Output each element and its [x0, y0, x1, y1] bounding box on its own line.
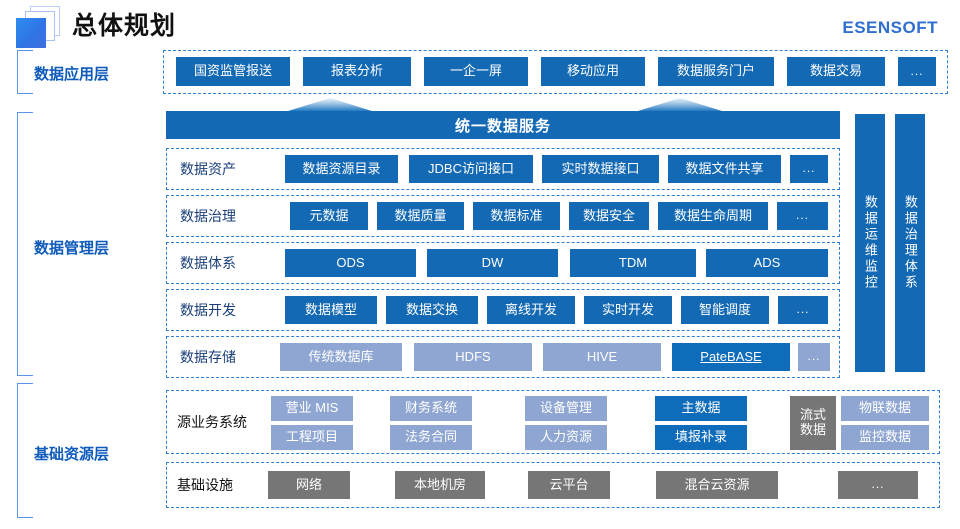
side-bar-data-governance-system: 数据治理体系 [895, 114, 925, 372]
logo-icon [14, 6, 60, 48]
brand-logo-text: ESENSOFT [842, 18, 938, 37]
management-row-label-1: 数据治理 [180, 208, 236, 224]
infrastructure-box [166, 462, 940, 508]
app-chip-2[interactable]: 一企一屏 [424, 57, 528, 86]
app-chip-0[interactable]: 国资监管报送 [176, 57, 290, 86]
arrow-up-right [638, 98, 722, 111]
infrastructure-label: 基础设施 [177, 477, 233, 493]
stream-data-chip[interactable]: 流式 数据 [790, 396, 836, 450]
layer-label-resource: 基础资源层 [34, 446, 110, 463]
arrow-up-left [288, 98, 372, 111]
stream-data-line1: 流式 [799, 407, 826, 423]
application-layer-box [163, 50, 948, 94]
source-chip-bottom-0[interactable]: 工程项目 [271, 425, 353, 450]
management-row-label-0: 数据资产 [180, 161, 236, 177]
source-chip-top-1[interactable]: 财务系统 [390, 396, 472, 421]
source-chip-bottom-1[interactable]: 法务合同 [390, 425, 472, 450]
mgmt-2-chip-2[interactable]: TDM [570, 249, 696, 277]
stream-data-line2: 数据 [799, 422, 826, 437]
bracket-application-layer [17, 50, 33, 94]
bracket-management-layer [17, 112, 33, 376]
mgmt-4-chip-0[interactable]: 传统数据库 [280, 343, 402, 371]
management-row-label-3: 数据开发 [180, 302, 236, 318]
mgmt-3-chip-1[interactable]: 数据交换 [386, 296, 478, 324]
monitoring-data-chip[interactable]: 监控数据 [841, 425, 929, 450]
mgmt-2-chip-0[interactable]: ODS [285, 249, 416, 277]
mgmt-3-chip-2[interactable]: 离线开发 [487, 296, 575, 324]
infra-chip-1[interactable]: 本地机房 [395, 471, 485, 499]
bracket-resource-layer [17, 383, 33, 518]
infra-chip-0[interactable]: 网络 [268, 471, 350, 499]
source-systems-label: 源业务系统 [177, 414, 247, 430]
layer-label-management: 数据管理层 [34, 240, 110, 257]
app-chip-1[interactable]: 报表分析 [303, 57, 411, 86]
mgmt-0-chip-more[interactable]: ... [790, 155, 828, 183]
page-title: 总体规划 [72, 12, 177, 40]
mgmt-4-chip-2[interactable]: HIVE [543, 343, 661, 371]
app-chip-4[interactable]: 数据服务门户 [658, 57, 774, 86]
infra-chip-more[interactable]: ... [838, 471, 918, 499]
mgmt-0-chip-3[interactable]: 数据文件共享 [668, 155, 781, 183]
mgmt-1-chip-4[interactable]: 数据生命周期 [658, 202, 768, 230]
app-chip-more[interactable]: ... [898, 57, 936, 86]
source-systems-box [166, 390, 940, 454]
mgmt-1-chip-more[interactable]: ... [777, 202, 828, 230]
management-row-label-4: 数据存储 [180, 349, 236, 365]
side-bar-label: 数据运维监控 [862, 195, 878, 291]
source-chip-top-2[interactable]: 设备管理 [525, 396, 607, 421]
infra-chip-3[interactable]: 混合云资源 [656, 471, 778, 499]
mgmt-1-chip-2[interactable]: 数据标准 [473, 202, 560, 230]
management-row-box-1 [166, 195, 840, 237]
app-chip-3[interactable]: 移动应用 [541, 57, 645, 86]
mgmt-3-chip-0[interactable]: 数据模型 [285, 296, 377, 324]
logo-square-filled [16, 18, 46, 48]
mgmt-4-chip-3[interactable]: PateBASE [672, 343, 790, 371]
mgmt-0-chip-0[interactable]: 数据资源目录 [285, 155, 398, 183]
mgmt-1-chip-3[interactable]: 数据安全 [569, 202, 649, 230]
management-row-box-2 [166, 242, 840, 284]
mgmt-0-chip-1[interactable]: JDBC访问接口 [409, 155, 533, 183]
mgmt-2-chip-3[interactable]: ADS [706, 249, 828, 277]
management-row-label-2: 数据体系 [180, 255, 236, 271]
side-bar-data-ops-monitoring: 数据运维监控 [855, 114, 885, 372]
mgmt-0-chip-2[interactable]: 实时数据接口 [542, 155, 659, 183]
management-row-box-3 [166, 289, 840, 331]
mgmt-2-chip-1[interactable]: DW [427, 249, 558, 277]
mgmt-1-chip-0[interactable]: 元数据 [290, 202, 368, 230]
mgmt-3-chip-more[interactable]: ... [778, 296, 828, 324]
arrow-triangle [638, 98, 722, 111]
management-row-box-0 [166, 148, 840, 190]
layer-label-application: 数据应用层 [34, 66, 110, 83]
side-bar-label: 数据治理体系 [902, 195, 918, 291]
mgmt-3-chip-4[interactable]: 智能调度 [681, 296, 769, 324]
source-chip-bottom-3[interactable]: 填报补录 [655, 425, 747, 450]
source-chip-top-3[interactable]: 主数据 [655, 396, 747, 421]
mgmt-3-chip-3[interactable]: 实时开发 [584, 296, 672, 324]
app-chip-5[interactable]: 数据交易 [787, 57, 885, 86]
management-row-box-4 [166, 336, 840, 378]
infra-chip-2[interactable]: 云平台 [528, 471, 610, 499]
mgmt-4-chip-1[interactable]: HDFS [414, 343, 532, 371]
unified-data-service-bar: 统一数据服务 [166, 111, 840, 139]
mgmt-4-chip-more[interactable]: ... [798, 343, 830, 371]
mgmt-1-chip-1[interactable]: 数据质量 [377, 202, 464, 230]
iot-data-chip[interactable]: 物联数据 [841, 396, 929, 421]
arrow-triangle [288, 98, 372, 111]
source-chip-top-0[interactable]: 营业 MIS [271, 396, 353, 421]
source-chip-bottom-2[interactable]: 人力资源 [525, 425, 607, 450]
